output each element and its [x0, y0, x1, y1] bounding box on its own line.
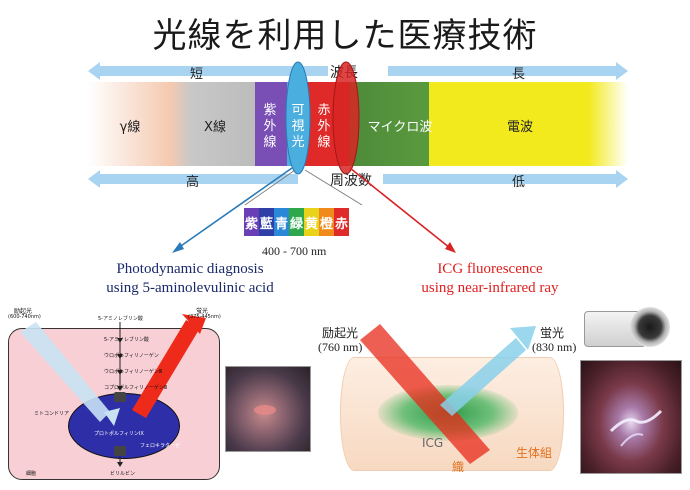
spectrum-uv-label: 紫 外 線	[263, 103, 277, 150]
wavelength-arrow	[88, 62, 628, 80]
icg-diagram-beams	[360, 324, 536, 464]
spectrum-microwave-label: マイクロ波	[367, 120, 433, 135]
visible-range: 400 - 700 nm	[262, 244, 327, 258]
pdd-lesion-highlight	[254, 405, 276, 415]
spectrum-xray-label: X線	[204, 120, 226, 135]
cell-step4: コプロポルフィリノーゲンⅢ	[104, 385, 168, 391]
frequency-low: 低	[512, 175, 526, 190]
cell-ppix: プロトポルフィリンIX	[94, 431, 144, 437]
cell-fluorescence-range: (375-445nm)	[188, 314, 221, 320]
spectrum-gamma-label: γ線	[119, 120, 141, 135]
icg-surgery-photo	[580, 360, 682, 474]
spectrum-radio-region	[429, 82, 628, 166]
nir-camera	[584, 305, 674, 353]
icg-tissue-label: 生体組	[516, 446, 553, 460]
icg-tissue-label-2: 織	[452, 460, 465, 474]
pdd-heading: Photodynamic diagnosis using 5-aminolevu…	[106, 261, 274, 296]
spectrum-gamma-region	[88, 82, 170, 166]
visible-cell-indigo: 藍	[259, 208, 274, 236]
icg-heading: ICG fluorescence using near-infrared ray	[421, 261, 559, 296]
spectrum-xray-region	[170, 82, 255, 166]
visible-cell-violet: 紫	[244, 208, 259, 236]
cell-excitation: 励起光	[14, 308, 33, 315]
ir-ellipse	[332, 61, 360, 175]
cell-ala: 5-アミノレブリン酸	[98, 316, 143, 322]
icg-label: ICG	[422, 436, 444, 450]
cell-ferro: フェロキラターゼ	[140, 443, 181, 449]
visible-color-band: 紫 藍 青 緑 黄 橙 赤	[244, 208, 349, 236]
cell-excitation-range: (600-740nm)	[8, 314, 41, 320]
icg-fluorescence-nm: (830 nm)	[532, 340, 577, 354]
page-title: 光線を利用した医療技術	[152, 16, 538, 56]
spectrum-visible-label: 可 視 光	[291, 103, 305, 150]
cell-label: 細胞	[26, 471, 37, 477]
frequency-high: 高	[186, 175, 200, 190]
cell-mito: ミトコンドリア	[34, 411, 70, 417]
cell-step2: ウロポルフィリノーゲン	[104, 353, 159, 359]
cell-diagram-arrows	[20, 314, 206, 467]
spectrum-microwave-region	[349, 82, 429, 166]
visible-cell-green: 緑	[289, 208, 304, 236]
icg-excitation: 励起光	[322, 326, 359, 340]
icg-excitation-nm: (760 nm)	[318, 340, 363, 354]
visible-cell-orange: 橙	[319, 208, 334, 236]
cell-bili: ビリルビン	[110, 471, 136, 477]
cell-step1: 5-アミノレブリン酸	[104, 337, 149, 343]
cell-step3: ウロポルフィリノーゲンⅢ	[104, 369, 163, 375]
visible-cell-blue: 青	[274, 208, 289, 236]
camera-lens	[630, 307, 670, 347]
wavelength-short: 短	[190, 67, 204, 82]
spectrum-uv-region	[255, 82, 287, 166]
spectrum-ir-label: 赤 外 線	[317, 103, 331, 150]
spectrum-radio-label: 電波	[506, 120, 533, 135]
visible-cell-red: 赤	[334, 208, 349, 236]
icg-vessel-highlight	[609, 409, 663, 447]
frequency-arrow	[88, 170, 628, 188]
wavelength-long: 長	[512, 67, 526, 82]
pdd-endoscopy-photo	[225, 366, 311, 452]
visible-cell-yellow: 黄	[304, 208, 319, 236]
cell-fluorescence: 蛍光	[196, 308, 209, 315]
icg-fluorescence: 蛍光	[540, 326, 565, 340]
